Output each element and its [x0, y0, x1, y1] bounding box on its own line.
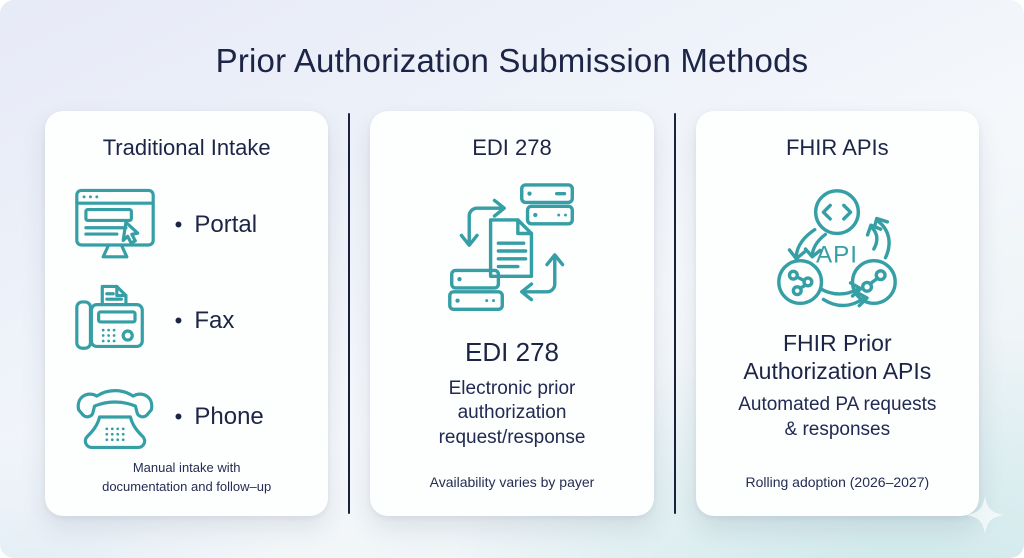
card-title: Traditional Intake — [102, 135, 271, 160]
bullet-dot: • — [174, 404, 183, 429]
card-title: FHIR APIs — [785, 135, 889, 160]
intake-method-list: • Portal — [69, 183, 305, 459]
portal-browser-icon — [69, 185, 161, 265]
list-item-fax: • Fax — [69, 279, 305, 363]
card-traditional-intake: Traditional Intake — [45, 111, 329, 516]
card-description: Automated PA requests & responses — [738, 394, 937, 440]
bullet-dot: • — [174, 212, 183, 237]
bullet-item: • Phone — [175, 403, 264, 431]
item-label: Fax — [194, 307, 235, 334]
card-edi-278: EDI 278 — [370, 111, 654, 516]
card-footnote: Availability varies by payer — [429, 473, 595, 490]
item-label: Phone — [194, 403, 264, 430]
card-footnote: Rolling adoption (2026–2027) — [745, 473, 930, 490]
fax-machine-icon — [69, 281, 161, 361]
bullet-item: • Portal — [175, 211, 257, 239]
card-footnote: Manual intake with documentation and fol… — [102, 460, 272, 494]
bullet-item: • Fax — [175, 307, 235, 335]
cards-row: Traditional Intake — [45, 111, 979, 516]
telephone-icon — [69, 377, 161, 457]
card-subtitle: EDI 278 — [465, 337, 559, 367]
list-item-portal: • Portal — [69, 183, 305, 267]
bullet-dot: • — [174, 308, 183, 333]
sparkle-diamond-icon — [966, 496, 1004, 534]
card-fhir-apis: FHIR APIs — [695, 111, 979, 516]
edi-document-exchange-icon — [446, 181, 578, 321]
page-title: Prior Authorization Submission Methods — [215, 42, 809, 79]
fhir-api-cycle-icon: API — [770, 185, 904, 313]
card-subtitle: FHIR Prior Authorization APIs — [743, 330, 932, 385]
item-label: Portal — [194, 211, 258, 238]
card-title: EDI 278 — [472, 135, 552, 160]
vertical-divider — [673, 113, 676, 514]
card-description: Electronic prior authorization request/r… — [438, 377, 586, 449]
vertical-divider — [348, 113, 351, 514]
list-item-phone: • Phone — [69, 375, 305, 459]
api-icon-label: API — [816, 242, 858, 269]
